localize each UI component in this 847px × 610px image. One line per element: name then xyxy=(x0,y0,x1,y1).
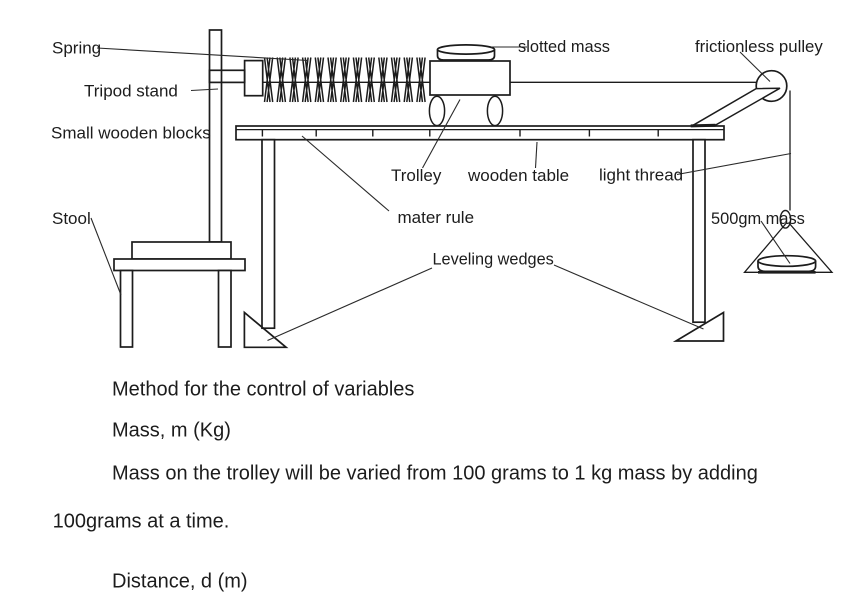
svg-text:Mass on the trolley will be va: Mass on the trolley will be varied from … xyxy=(112,463,758,485)
svg-text:frictionless pulley: frictionless pulley xyxy=(695,37,823,56)
svg-text:Mass, m (Kg): Mass, m (Kg) xyxy=(112,420,231,442)
svg-text:Stool: Stool xyxy=(52,209,91,228)
svg-text:Tripod stand: Tripod stand xyxy=(84,81,178,100)
svg-text:slotted mass: slotted mass xyxy=(518,38,610,56)
svg-text:mater rule: mater rule xyxy=(398,208,475,227)
svg-text:500gm mass: 500gm mass xyxy=(711,210,805,228)
svg-text:Trolley: Trolley xyxy=(391,166,442,185)
svg-text:Leveling wedges: Leveling wedges xyxy=(433,250,554,268)
svg-text:Distance, d (m): Distance, d (m) xyxy=(112,571,248,593)
svg-text:wooden table: wooden table xyxy=(467,166,569,185)
svg-text:Small wooden blocks: Small wooden blocks xyxy=(51,123,211,142)
svg-text:Spring: Spring xyxy=(52,38,101,57)
svg-text:100grams at a time.: 100grams at a time. xyxy=(53,511,230,533)
svg-text:Method for the control of vari: Method for the control of variables xyxy=(112,379,414,401)
svg-text:light thread: light thread xyxy=(599,165,683,184)
